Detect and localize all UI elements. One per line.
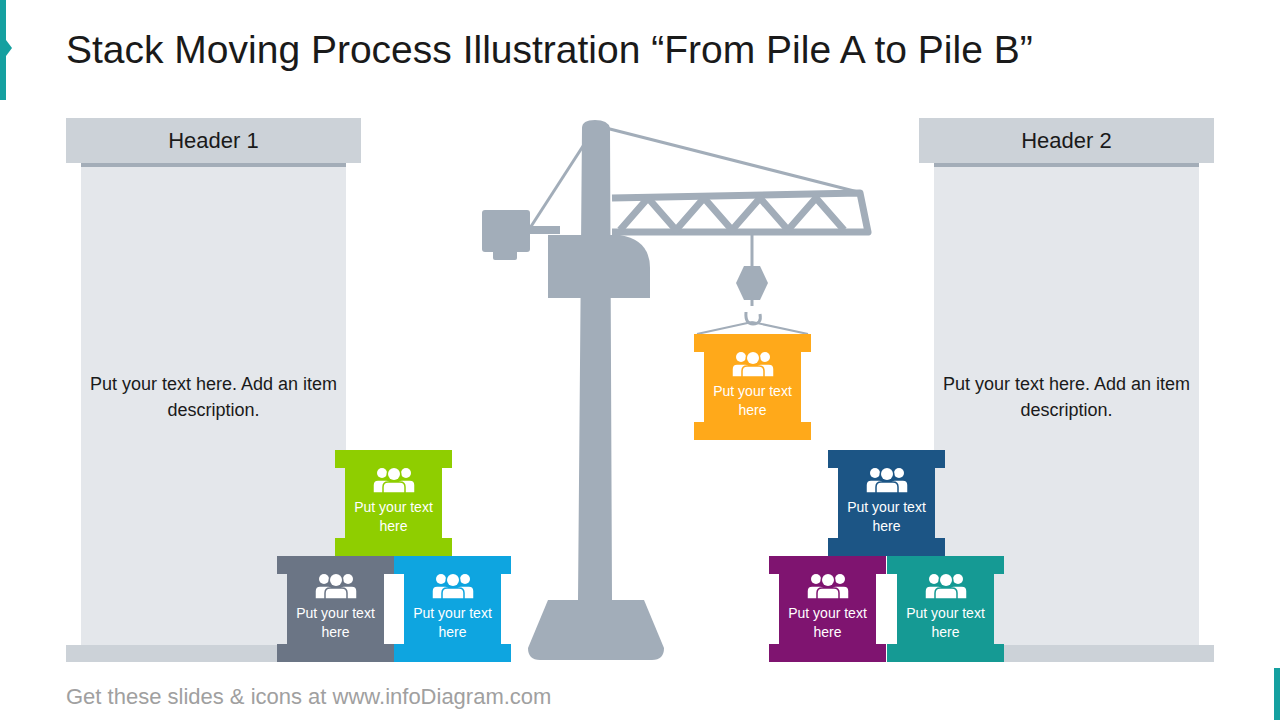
people-icon [804,572,852,600]
block-text: Put your text here [352,498,436,536]
people-icon [370,466,418,494]
cargo-block: Put your text here [394,556,511,662]
block-text: Put your text here [411,604,495,642]
panel-header: Header 1 [66,118,361,163]
cargo-block: Put your text here [277,556,394,662]
crane [482,120,868,660]
panel-header: Header 2 [919,118,1214,163]
cargo-block: Put your text here [335,450,452,556]
accent-bar [1274,668,1280,720]
people-icon [729,350,777,378]
cargo-block: Put your text here [887,556,1004,662]
slide-title: Stack Moving Process Illustration “From … [66,28,1033,72]
block-text: Put your text here [904,604,988,642]
block-text: Put your text here [845,498,929,536]
block-text: Put your text here [711,382,795,420]
footer-note: Get these slides & icons at www.infoDiag… [66,684,551,710]
people-icon [863,466,911,494]
accent-bar [0,0,12,100]
panel-description: Put your text here. Add an item descript… [89,371,339,423]
people-icon [429,572,477,600]
cargo-block: Put your text here [769,556,886,662]
people-icon [922,572,970,600]
people-icon [312,572,360,600]
block-text: Put your text here [786,604,870,642]
panel-description: Put your text here. Add an item descript… [942,371,1192,423]
block-text: Put your text here [294,604,378,642]
cargo-block: Put your text here [694,334,811,440]
cargo-block: Put your text here [828,450,945,556]
